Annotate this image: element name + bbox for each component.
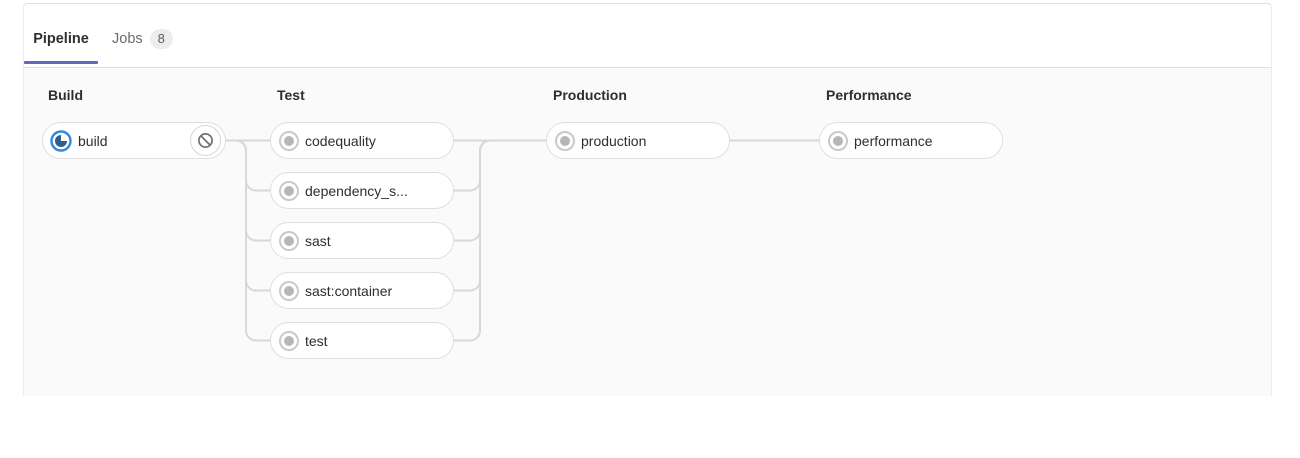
job-production[interactable]: production <box>546 122 730 159</box>
status-created-icon <box>279 330 299 351</box>
job-sast-container[interactable]: sast:container <box>270 272 454 309</box>
tab-jobs[interactable]: Jobs 8 <box>112 26 173 52</box>
job-label: performance <box>854 132 933 149</box>
status-created-icon <box>279 130 299 151</box>
job-performance[interactable]: performance <box>819 122 1003 159</box>
jobs-count-badge: 8 <box>149 29 173 49</box>
ban-icon <box>198 133 213 148</box>
tab-jobs-label: Jobs <box>112 31 143 47</box>
job-label: sast <box>305 232 331 249</box>
status-created-icon <box>555 130 575 151</box>
pipeline-connector-lines <box>226 139 819 342</box>
stage-header-production: Production <box>553 87 627 103</box>
stage-header-test: Test <box>277 87 305 103</box>
job-sast[interactable]: sast <box>270 222 454 259</box>
job-test[interactable]: test <box>270 322 454 359</box>
cancel-job-button[interactable] <box>190 125 221 156</box>
pipeline-tab-bar: Pipeline Jobs 8 <box>24 4 1271 68</box>
job-codequality[interactable]: codequality <box>270 122 454 159</box>
status-created-icon <box>279 230 299 251</box>
pipeline-graph: Build Test Production Performance build <box>24 68 1271 396</box>
job-label: sast:container <box>305 282 393 299</box>
tab-pipeline[interactable]: Pipeline <box>24 26 98 64</box>
job-label: build <box>78 132 108 149</box>
tab-pipeline-label: Pipeline <box>33 31 89 47</box>
stage-header-performance: Performance <box>826 87 912 103</box>
job-build[interactable]: build <box>42 122 226 159</box>
stage-header-build: Build <box>48 87 83 103</box>
job-label: codequality <box>305 132 376 149</box>
job-dependency-scanning[interactable]: dependency_s... <box>270 172 454 209</box>
status-created-icon <box>828 130 848 151</box>
status-created-icon <box>279 180 299 201</box>
job-label: production <box>581 132 647 149</box>
status-created-icon <box>279 280 299 301</box>
job-label: dependency_s... <box>305 182 408 199</box>
status-running-icon <box>50 129 72 152</box>
pipeline-card: Pipeline Jobs 8 Build Test Production Pe… <box>23 3 1272 396</box>
job-label: test <box>305 332 328 349</box>
